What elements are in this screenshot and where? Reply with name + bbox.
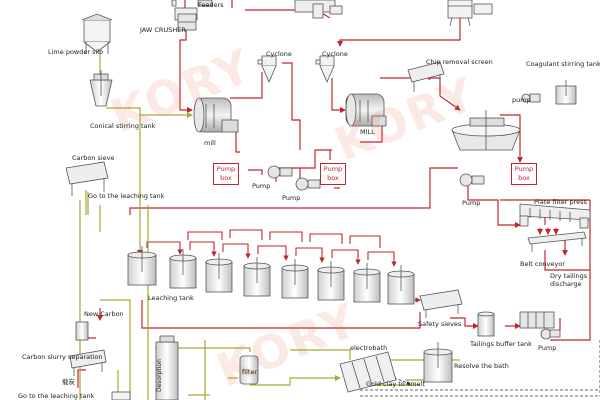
label-carbon-small: 载炭 [62,378,75,386]
pump-box-1-line1: Pump [216,165,236,173]
lime-silo-icon [81,13,113,54]
cyclone-2-icon [315,55,335,83]
jaw-crusher-icon [177,13,197,31]
label-feeders: Feeders [198,1,224,9]
label-plate-filter: Plate filter press [534,198,587,206]
label-cyclone-2: Cyclone [322,50,348,58]
safety-sieve-icon [419,289,463,318]
label-dry-tailings: Dry tailings discharge [550,272,598,288]
thickener-icon [451,110,521,151]
label-lime-silo: Lime powder silo [48,48,104,56]
electrobath-icon [339,351,397,393]
label-tailings-buffer: Tailings buffer tank [470,340,532,348]
label-carbon-slurry: Carbon slurry separation [22,353,103,361]
label-pump-4: Pump [538,344,557,352]
label-new-carbon: New Carbon [84,310,124,318]
tailings-buffer-tank-icon [477,311,495,337]
label-pump-3: Pump [462,199,481,207]
label-electrobath: electrobath [350,344,388,352]
pump-box-1-line2: box [220,174,232,182]
conical-tank-icon [89,70,113,107]
ball-mill-1-icon [193,97,239,133]
pump-1-icon [267,165,293,179]
resolve-bath-tank-icon [423,342,453,383]
plate-filter-press-icon [519,203,591,229]
label-pump-2: Pump [282,194,301,202]
carbon-box-icon [111,391,131,400]
small-pump-icon [521,93,541,103]
pump-box-3-line2: box [518,174,530,182]
pump-3-icon [459,173,485,187]
belt-conveyor-icon [527,231,587,252]
chip-screen-icon [407,61,445,92]
carbon-sieve-icon [65,161,109,196]
pump-box-2-line1: Pump [323,165,343,173]
carbon-slurry-separator-icon [69,349,107,376]
label-gold-clay: Gold clay to smelt [366,380,425,388]
label-dry-tailings-text: Dry tailings discharge [550,272,588,288]
label-jaw-crusher: JAW CRUSHER [140,26,186,34]
ball-mill-2-icon [345,93,387,127]
label-carbon-sieve: Carbon sieve [72,154,115,162]
ore-bin-icon [447,0,493,27]
label-resolve-bath: Resolve the bath [454,362,509,370]
label-desorption-column: Desorption [156,359,163,392]
pump-box-3-line1: Pump [514,165,534,173]
label-filter: filter [242,368,258,376]
pump-4-icon [540,328,561,340]
pump-box-2-line2: box [327,174,339,182]
label-pump-1: Pump [252,182,271,190]
label-leaching-tank: Leaching tank [148,294,194,302]
leaching-interconnects [146,229,421,303]
label-chip-screen: Chip removal screen [426,58,493,66]
coagulant-tank-icon [555,80,577,105]
pump-2-icon [295,177,321,191]
label-belt-conveyor: Belt conveyor [520,260,565,268]
label-go-leaching-2: Go to the leaching tank [18,392,95,400]
cyclone-1-icon [257,55,277,83]
filter-unit-icon [519,311,555,329]
label-mill-1: mill [204,139,216,147]
new-carbon-tank-icon [75,321,89,341]
label-safety-sieves: Safety sieves [418,320,462,328]
leaching-tanks [127,246,415,305]
desorption-column-icon [155,335,179,400]
label-mill-2: MILL [360,128,375,136]
label-coagulant-tank: Coagulant stirring tank [526,60,600,68]
label-pump-small: pump [512,96,531,104]
screen-cluster-icon [294,0,343,19]
label-conical-tank: Conical stirring tank [90,122,156,130]
label-cyclone-1: Cyclone [266,50,292,58]
label-go-leaching-1: Go to the leaching tank [88,192,165,200]
filter-icon [239,355,259,385]
